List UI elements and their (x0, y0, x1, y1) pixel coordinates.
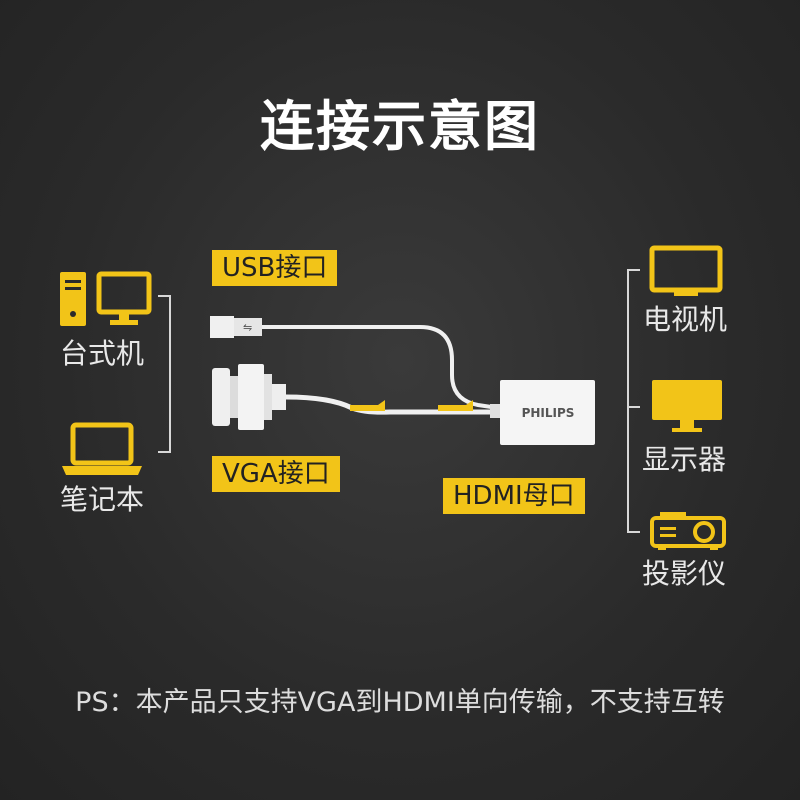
desktop-computer-icon (60, 271, 152, 326)
projector-label: 投影仪 (642, 557, 727, 590)
direction-arrow-icon (438, 400, 473, 411)
left-bracket (158, 295, 171, 453)
svg-text:⇋: ⇋ (243, 321, 252, 334)
monitor-label: 显示器 (642, 443, 727, 476)
footer-note: PS：本产品只支持VGA到HDMI单向传输，不支持互转 (75, 687, 725, 718)
projector-icon (650, 512, 726, 550)
direction-arrow-icon (350, 400, 385, 411)
usb-cable (262, 325, 499, 410)
monitor-icon (652, 380, 722, 432)
tv-icon (649, 245, 723, 296)
hdmi-adapter-box (500, 380, 595, 445)
diagram-title: 连接示意图 (260, 95, 540, 158)
laptop-icon (62, 422, 142, 475)
adapter-brand: PHILIPS (522, 406, 575, 420)
laptop-label: 笔记本 (60, 483, 145, 516)
right-bracket (627, 269, 640, 533)
usb-plug: ⇋ (210, 316, 262, 338)
vga-plug (212, 364, 286, 430)
vga-port-label: VGA接口 (212, 456, 340, 492)
usb-port-label: USB接口 (212, 250, 338, 286)
tv-label: 电视机 (643, 303, 728, 336)
hdmi-port-label: HDMI母口 (443, 478, 585, 514)
desktop-label: 台式机 (60, 337, 145, 370)
